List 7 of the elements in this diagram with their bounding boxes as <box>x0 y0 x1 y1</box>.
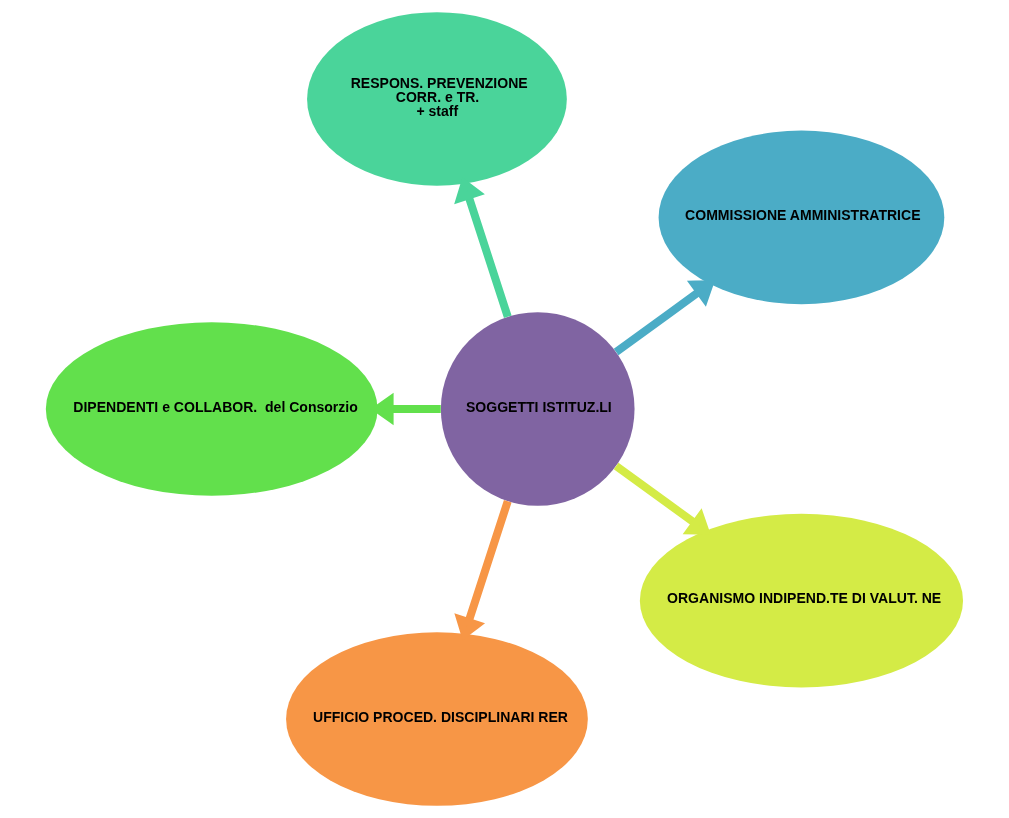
node-ellipse: ORGANISMO INDIPEND.TE DI VALUT. NE <box>639 513 964 688</box>
node-circle: SOGGETTI ISTITUZ.LI <box>440 312 635 506</box>
arrow <box>613 280 716 356</box>
node-ellipse: DIPENDENTI e COLLABOR. del Consorzio <box>45 322 378 496</box>
node-ellipse: RESPONS. PREVENZIONE CORR. e TR. + staff <box>307 12 567 186</box>
node-ellipse: UFFICIO PROCED. DISCIPLINARI RER <box>286 632 588 806</box>
arrow <box>613 462 711 535</box>
